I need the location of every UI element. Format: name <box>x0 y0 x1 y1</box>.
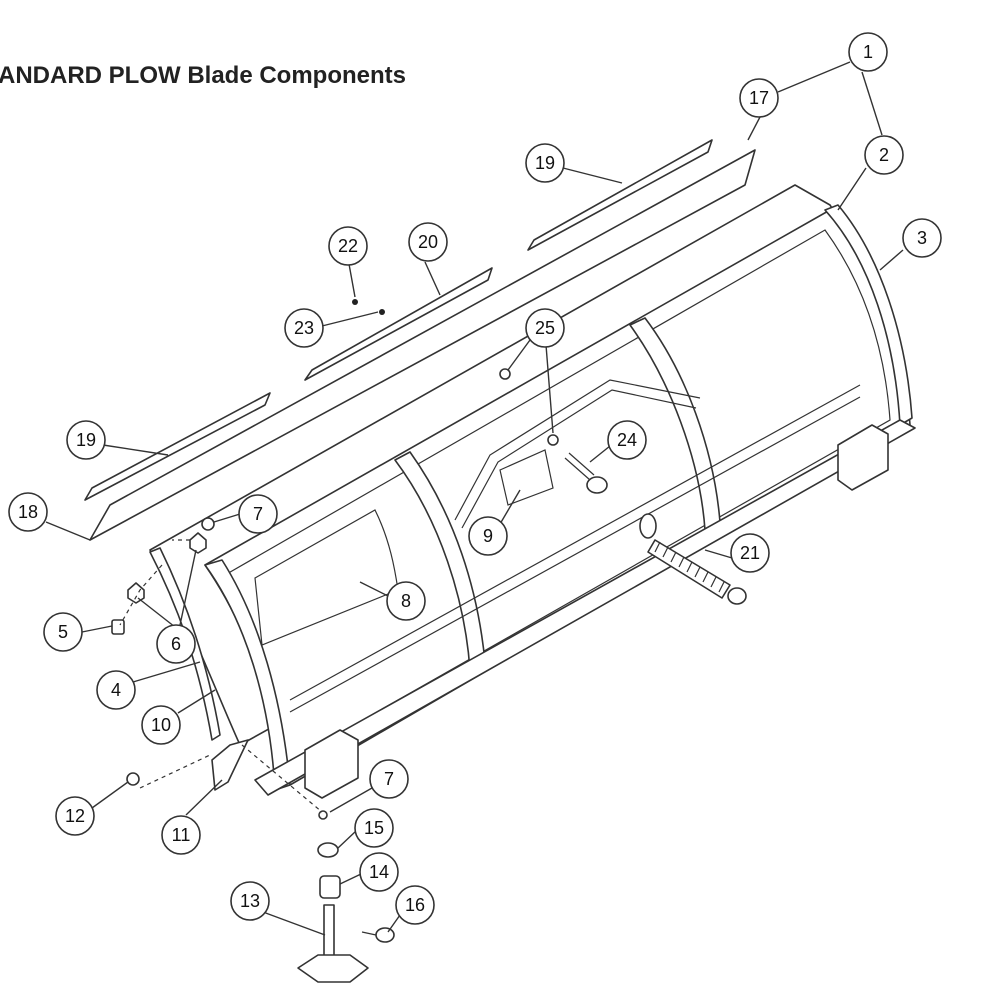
svg-text:25: 25 <box>535 318 555 338</box>
callout-19-left: 19 <box>66 420 106 460</box>
svg-text:8: 8 <box>401 591 411 611</box>
svg-text:19: 19 <box>76 430 96 450</box>
callout-16: 16 <box>395 885 435 925</box>
bolt-23 <box>379 309 385 315</box>
svg-text:16: 16 <box>405 895 425 915</box>
spacer-14 <box>319 875 341 899</box>
callout-24: 24 <box>607 420 647 460</box>
svg-text:13: 13 <box>240 891 260 911</box>
callout-21: 21 <box>730 533 770 573</box>
svg-text:7: 7 <box>384 769 394 789</box>
decal-center <box>499 449 554 506</box>
nut-7b <box>318 810 328 820</box>
shoe-bracket-left <box>304 729 359 799</box>
svg-text:11: 11 <box>172 825 191 845</box>
shoe-bracket-right <box>837 424 889 491</box>
svg-text:5: 5 <box>58 622 68 642</box>
svg-text:7: 7 <box>253 504 263 524</box>
callout-12: 12 <box>55 796 95 836</box>
callout-4: 4 <box>96 670 136 710</box>
trip-spring <box>639 513 747 605</box>
nut-25a <box>499 368 511 380</box>
nut-15 <box>317 842 339 858</box>
svg-text:17: 17 <box>749 88 769 108</box>
callout-15: 15 <box>354 808 394 848</box>
nut-7a <box>201 517 215 531</box>
svg-text:24: 24 <box>617 430 637 450</box>
callout-19-right: 19 <box>525 143 565 183</box>
callout-7-upper: 7 <box>238 494 278 534</box>
shoe-base-13 <box>297 954 369 983</box>
svg-text:19: 19 <box>535 153 555 173</box>
svg-text:21: 21 <box>740 543 760 563</box>
callout-8: 8 <box>386 581 426 621</box>
svg-text:3: 3 <box>917 228 927 248</box>
callout-5: 5 <box>43 612 83 652</box>
rib-right <box>824 204 913 426</box>
svg-text:23: 23 <box>294 318 314 338</box>
leader-lines <box>45 61 904 936</box>
svg-text:18: 18 <box>18 502 38 522</box>
svg-text:14: 14 <box>369 862 389 882</box>
callout-9: 9 <box>468 516 508 556</box>
bottom-rail <box>254 419 916 796</box>
washer-6a <box>189 532 207 554</box>
shoe-post-13 <box>323 904 335 961</box>
callout-6: 6 <box>156 624 196 664</box>
callout-1: 1 <box>848 32 888 72</box>
bolt-12 <box>126 772 140 786</box>
side-plate-lower <box>211 739 249 791</box>
bolt-22 <box>352 299 358 305</box>
callout-23: 23 <box>284 308 324 348</box>
svg-text:10: 10 <box>151 715 171 735</box>
callout-10: 10 <box>141 705 181 745</box>
wear-strip-right <box>527 139 713 251</box>
callout-13: 13 <box>230 881 270 921</box>
callout-7-lower: 7 <box>369 759 409 799</box>
svg-text:2: 2 <box>879 145 889 165</box>
bolt-5 <box>111 619 125 635</box>
svg-text:4: 4 <box>111 680 121 700</box>
wear-strip-left <box>84 392 271 501</box>
cutting-edge <box>89 149 756 541</box>
svg-text:6: 6 <box>171 634 181 654</box>
wear-strip-middle <box>304 267 493 381</box>
callout-11: 11 <box>161 815 201 855</box>
callout-17: 17 <box>739 78 779 118</box>
blade-assembly-drawing <box>84 139 916 983</box>
callout-25: 25 <box>525 308 565 348</box>
callout-20: 20 <box>408 222 448 262</box>
nut-25b <box>547 434 559 446</box>
svg-text:12: 12 <box>65 806 85 826</box>
diagram-title: ANDARD PLOW Blade Components <box>0 62 406 89</box>
washer-6b <box>127 582 145 604</box>
svg-text:22: 22 <box>338 236 358 256</box>
callout-2: 2 <box>864 135 904 175</box>
eye-bolt <box>564 452 608 494</box>
callout-22: 22 <box>328 226 368 266</box>
svg-text:9: 9 <box>483 526 493 546</box>
svg-text:1: 1 <box>863 42 873 62</box>
svg-text:15: 15 <box>364 818 384 838</box>
svg-text:20: 20 <box>418 232 438 252</box>
side-plate-upper <box>149 547 221 741</box>
pin-16 <box>375 927 395 943</box>
callout-3: 3 <box>902 218 942 258</box>
callout-14: 14 <box>359 852 399 892</box>
callout-18: 18 <box>8 492 48 532</box>
